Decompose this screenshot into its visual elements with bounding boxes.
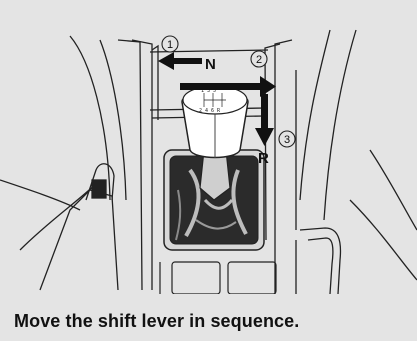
figure-caption: Move the shift lever in sequence. xyxy=(14,311,299,332)
step-marker-3: 3 xyxy=(279,131,295,147)
shift-lever-illustration: 1 3 5 2 4 6 R 1 2 3 xyxy=(0,0,417,294)
knob-bottom-row: 2 4 6 R xyxy=(199,108,221,114)
step-marker-2: 2 xyxy=(251,51,267,67)
shift-knob: 1 3 5 2 4 6 R xyxy=(182,86,248,158)
step-marker-1: 1 xyxy=(162,36,178,52)
step-number-1: 1 xyxy=(167,39,173,51)
step-number-3: 3 xyxy=(284,134,290,146)
neutral-label: N xyxy=(205,56,216,73)
reverse-label: R xyxy=(258,150,269,167)
step-number-2: 2 xyxy=(256,54,262,66)
